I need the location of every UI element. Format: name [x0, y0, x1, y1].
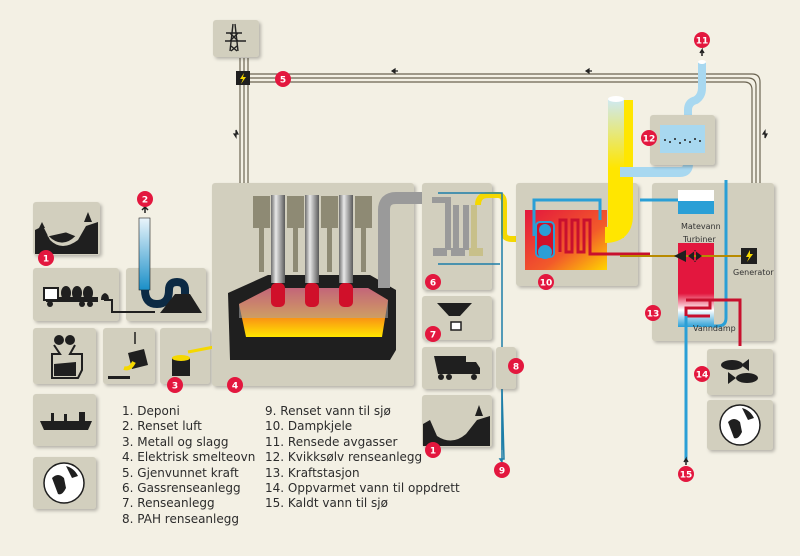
- svg-text:6: 6: [430, 279, 436, 289]
- generator-box: [741, 248, 757, 264]
- marker-3: 3: [167, 377, 183, 393]
- power-line: [239, 58, 761, 300]
- marker-11: 11: [694, 32, 710, 48]
- marker-5: 5: [275, 71, 291, 87]
- legend-item: 14. Oppvarmet vann til oppdrett: [265, 481, 460, 496]
- svg-text:10: 10: [540, 279, 553, 289]
- landfill-icon: [35, 222, 98, 254]
- steam-boiler-panel: [516, 100, 650, 286]
- legend-item: 8. PAH renseanlegg: [122, 511, 239, 526]
- globe-panel-right: [707, 400, 773, 450]
- legend-item: 4. Elektrisk smelteovn: [122, 450, 256, 465]
- legend-item: 11. Rensede avgasser: [265, 434, 398, 449]
- svg-text:13: 13: [647, 310, 660, 320]
- gas-cleaning-panel: [422, 183, 520, 450]
- svg-text:1: 1: [43, 255, 49, 265]
- flow-arrows: [232, 67, 768, 139]
- marker-1: 1: [38, 250, 54, 266]
- marker-1: 1: [425, 442, 441, 458]
- svg-text:5: 5: [280, 76, 286, 86]
- ship-panel: [33, 394, 96, 446]
- power-pylon-icon: [225, 23, 246, 52]
- legend-item: 15. Kaldt vann til sjø: [265, 496, 388, 511]
- svg-text:14: 14: [696, 371, 709, 381]
- marker-2: 2: [137, 191, 153, 207]
- svg-text:12: 12: [643, 135, 656, 145]
- lightning-box-top: [236, 71, 250, 85]
- legend-column-1: 1. Deponi 2. Renset luft 3. Metall og sl…: [122, 404, 255, 527]
- marker-8: 8: [508, 358, 524, 374]
- legend-item: 13. Kraftstasjon: [265, 465, 360, 480]
- truck-panel-2: [422, 347, 492, 389]
- treatment-panel-7: [422, 296, 492, 340]
- power-pylon-panel: [213, 20, 259, 57]
- marker-13: 13: [645, 305, 661, 321]
- legend-item: 2. Renset luft: [122, 419, 202, 434]
- legend-item: 7. Renseanlegg: [122, 496, 215, 511]
- legend-item: 12. Kvikksølv renseanlegg: [265, 450, 423, 465]
- truck-icon: [43, 286, 109, 307]
- svg-text:3: 3: [172, 382, 178, 392]
- clean-air-stack: [104, 205, 202, 313]
- legend-column-2: 9. Renset vann til sjø 10. Dampkjele 11.…: [265, 404, 460, 512]
- svg-text:9: 9: [499, 467, 505, 477]
- label-turbiner: Turbiner: [683, 235, 716, 244]
- legend-item: 5. Gjenvunnet kraft: [122, 465, 239, 480]
- landfill-panel-1: [33, 202, 100, 255]
- label-generator: Generator: [733, 268, 774, 277]
- svg-text:11: 11: [696, 37, 709, 47]
- ship-icon: [40, 412, 92, 430]
- label-vanndamp: Vanndamp: [693, 324, 736, 333]
- fish-panel: [707, 349, 773, 395]
- truck-panel: [33, 268, 119, 321]
- svg-text:2: 2: [142, 196, 148, 206]
- label-matevann: Matevann: [681, 222, 721, 231]
- mercury-cleaning-panel: [650, 115, 715, 165]
- lightning-icon: [240, 73, 246, 84]
- feed-hoppers: [253, 196, 372, 272]
- legend-item: 1. Deponi: [122, 404, 180, 418]
- svg-text:7: 7: [430, 331, 436, 341]
- marker-12: 12: [641, 130, 657, 146]
- metal-slag-panels: [33, 328, 241, 384]
- landfill-panel-2: [422, 395, 492, 447]
- marker-10: 10: [538, 274, 554, 290]
- svg-text:15: 15: [680, 471, 693, 481]
- marker-14: 14: [694, 366, 710, 382]
- electric-furnace-panel: [212, 183, 430, 386]
- legend-item: 10. Dampkjele: [265, 419, 353, 434]
- globe-panel-left: [33, 457, 96, 509]
- lightning-icon: [746, 250, 753, 262]
- marker-7: 7: [425, 326, 441, 342]
- marker-15: 15: [678, 466, 694, 482]
- legend-item: 9. Renset vann til sjø: [265, 404, 391, 418]
- clean-water-line: [498, 389, 505, 465]
- power-station-panel: [620, 180, 774, 465]
- marker-9: 9: [494, 462, 510, 478]
- svg-text:4: 4: [232, 382, 238, 392]
- legend-item: 6. Gassrenseanlegg: [122, 481, 241, 496]
- fish-icon: [721, 359, 758, 384]
- legend-item: 3. Metall og slagg: [122, 434, 229, 449]
- truck-icon: [434, 356, 480, 374]
- svg-text:1: 1: [430, 447, 436, 457]
- pah-panel: [496, 347, 516, 389]
- electrodes: [271, 195, 353, 307]
- marker-6: 6: [425, 274, 441, 290]
- svg-text:8: 8: [513, 363, 519, 373]
- marker-4: 4: [227, 377, 243, 393]
